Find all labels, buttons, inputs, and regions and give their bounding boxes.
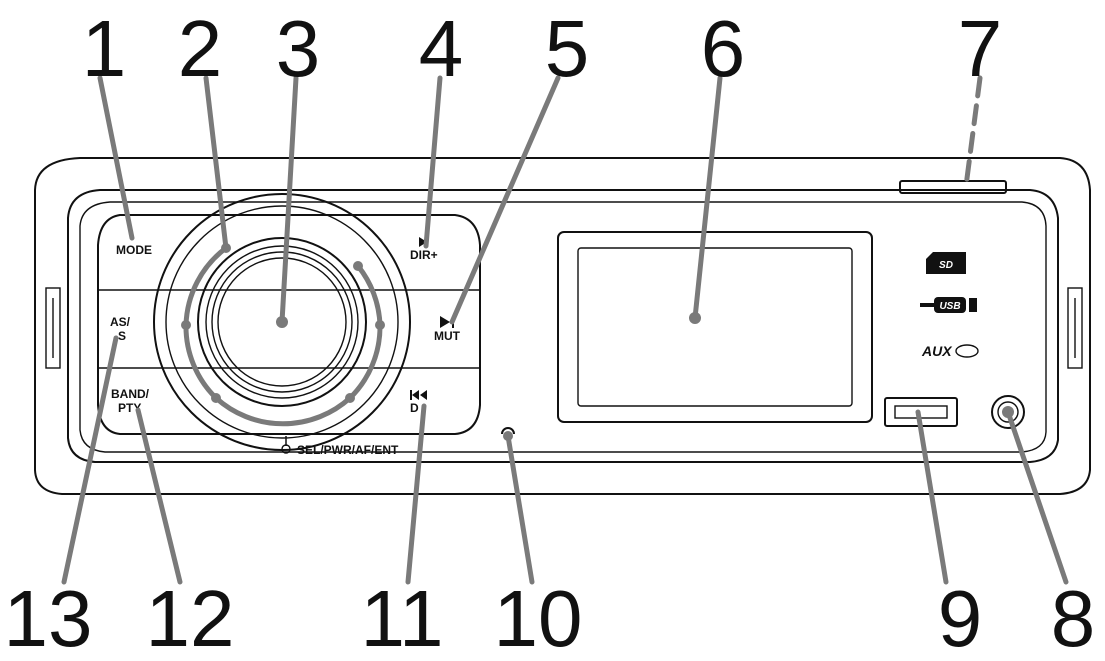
station-button-3-dot[interactable] bbox=[345, 393, 355, 403]
outer-trim-frame bbox=[34, 157, 1091, 495]
callout-10: 10 bbox=[494, 574, 583, 656]
side-clip-right bbox=[1067, 287, 1083, 369]
control-cluster-outline bbox=[97, 214, 481, 435]
aux-in-jack-inner bbox=[997, 401, 1019, 423]
sd-card-logo-icon: SD bbox=[926, 252, 966, 274]
aux-logo-text: AUX bbox=[921, 343, 953, 359]
knob-press-icon bbox=[281, 436, 291, 454]
microphone-hole[interactable] bbox=[501, 427, 515, 435]
dir-plus-button-label: DIR+ bbox=[410, 248, 438, 262]
side-clip-left bbox=[45, 287, 61, 369]
dir-minus-button-label: D bbox=[410, 401, 419, 415]
leader-1 bbox=[97, 75, 135, 241]
as-button-label: AS/ bbox=[110, 315, 131, 329]
leader-6 bbox=[692, 75, 723, 321]
leader-7 bbox=[963, 75, 983, 189]
usb-logo-text: USB bbox=[939, 301, 960, 312]
leader-13 bbox=[61, 335, 119, 585]
callout-13: 13 bbox=[4, 574, 93, 656]
leader-5 bbox=[449, 75, 561, 325]
knob-ring-3 bbox=[211, 251, 353, 393]
band-button-label: BAND/ bbox=[111, 387, 150, 401]
lcd-display bbox=[577, 247, 853, 407]
callout-1: 1 bbox=[82, 4, 127, 93]
knob-bezel-inner bbox=[165, 205, 399, 439]
leader-2 bbox=[203, 75, 229, 251]
station-button-1-dot[interactable] bbox=[181, 320, 191, 330]
callout-8: 8 bbox=[1051, 574, 1096, 656]
station-button-arc[interactable] bbox=[183, 245, 229, 328]
callout-9: 9 bbox=[938, 574, 983, 656]
svg-text:SD: SD bbox=[939, 260, 953, 271]
callout-6: 6 bbox=[701, 4, 746, 93]
callout-3: 3 bbox=[276, 4, 321, 93]
display-window-outer bbox=[557, 231, 873, 423]
leader-3 bbox=[279, 75, 299, 325]
station-button-5-dot[interactable] bbox=[353, 261, 363, 271]
callout-11: 11 bbox=[360, 574, 443, 656]
volume-knob[interactable] bbox=[217, 257, 347, 387]
next-icon bbox=[419, 237, 427, 247]
leader-10-end bbox=[503, 431, 513, 441]
leader-3-end bbox=[276, 316, 288, 328]
callout-4: 4 bbox=[419, 4, 464, 93]
station-button-2-dot[interactable] bbox=[211, 393, 221, 403]
front-panel-outline bbox=[67, 189, 1059, 463]
leader-6-end bbox=[689, 312, 701, 324]
previous-icon bbox=[410, 390, 427, 400]
as-button-label-line2: S bbox=[118, 329, 126, 343]
station-button-4-dot[interactable] bbox=[375, 320, 385, 330]
knob-ring-2 bbox=[205, 245, 359, 399]
release-tab bbox=[899, 180, 1007, 194]
aux-in-jack[interactable] bbox=[991, 395, 1025, 429]
leader-10 bbox=[505, 433, 535, 585]
leader-11 bbox=[405, 403, 427, 585]
callout-5: 5 bbox=[545, 4, 590, 93]
knob-ring-1 bbox=[197, 237, 367, 407]
mut-button-label: MUT bbox=[434, 329, 461, 343]
callout-12: 12 bbox=[146, 574, 235, 656]
leader-12 bbox=[135, 407, 183, 585]
usb-logo-icon: USB bbox=[920, 297, 977, 313]
aux-in-logo-icon: AUX bbox=[921, 343, 979, 359]
leader-9 bbox=[915, 409, 949, 585]
pty-button-label: PTY bbox=[118, 401, 141, 415]
callout-7: 7 bbox=[958, 4, 1003, 93]
knob-function-label: SEL/PWR/AF/ENT bbox=[297, 443, 399, 457]
callout-2: 2 bbox=[178, 4, 223, 93]
mode-button-label: MODE bbox=[116, 243, 152, 257]
leader-4 bbox=[423, 75, 443, 249]
leader-8 bbox=[1005, 409, 1069, 585]
leader-8-end bbox=[1002, 406, 1014, 418]
